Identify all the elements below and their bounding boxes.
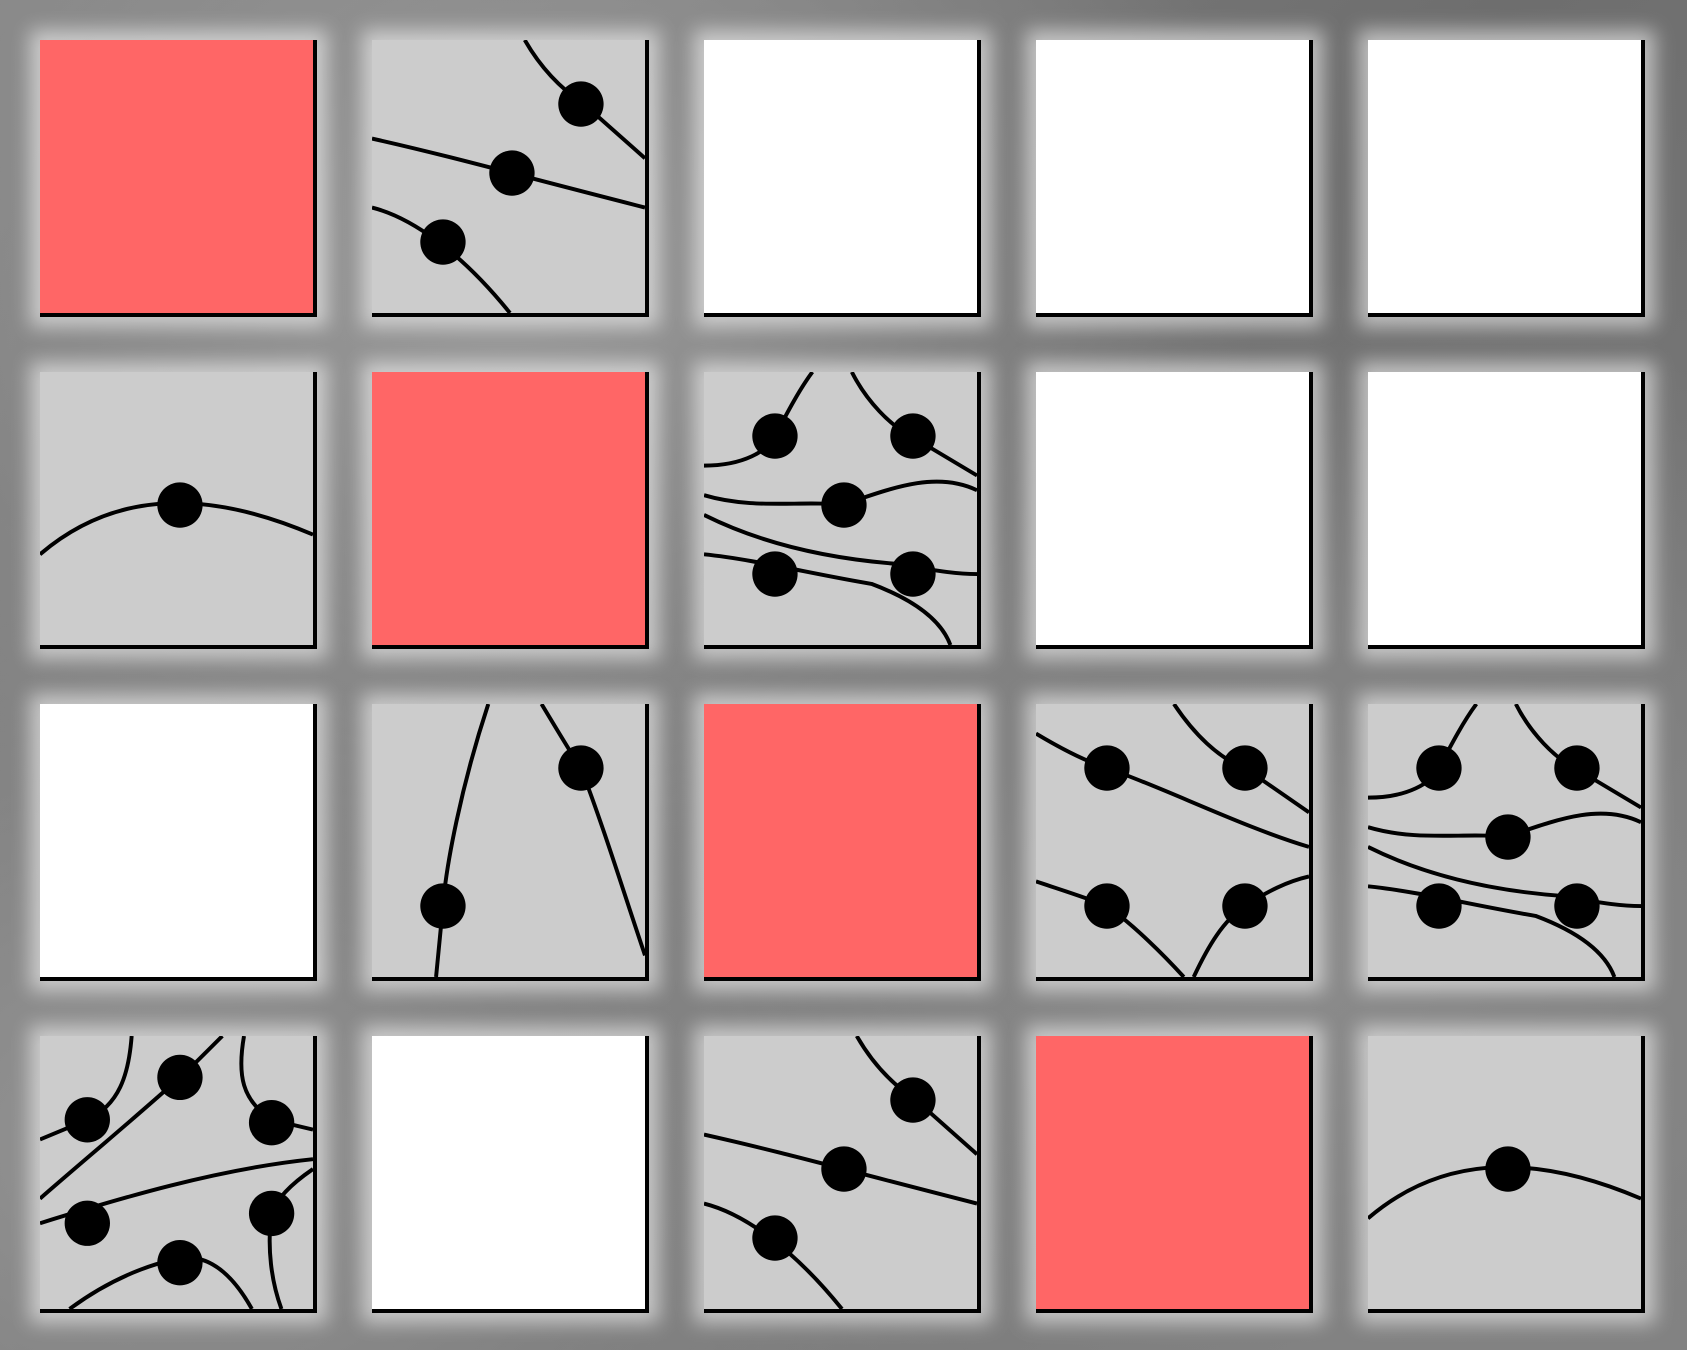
pattern-tile-e[interactable]	[1036, 704, 1313, 981]
node-dot	[1416, 883, 1462, 929]
node-dot	[1222, 745, 1268, 791]
pattern-tile-a[interactable]	[704, 1036, 981, 1313]
curve-pattern-graphic	[704, 372, 977, 645]
node-dot	[157, 1240, 203, 1286]
empty-tile[interactable]	[1368, 372, 1645, 649]
red-tile[interactable]	[1036, 1036, 1313, 1313]
pattern-tile-c[interactable]	[704, 372, 981, 649]
node-dot	[558, 81, 604, 127]
empty-tile[interactable]	[704, 40, 981, 317]
node-dot	[157, 1054, 203, 1101]
curve-line	[434, 704, 491, 977]
empty-tile[interactable]	[1036, 40, 1313, 317]
curve-line	[704, 513, 977, 577]
node-dot	[1416, 745, 1462, 791]
curve-line	[704, 552, 953, 645]
node-dot	[821, 482, 867, 528]
empty-tile[interactable]	[372, 1036, 649, 1313]
curve-line	[1036, 731, 1309, 849]
node-dot	[1084, 745, 1130, 791]
node-dot	[489, 150, 535, 196]
node-dot	[420, 219, 466, 265]
curve-pattern-graphic	[40, 1036, 313, 1309]
node-dot	[1554, 883, 1600, 929]
node-dot	[248, 1190, 295, 1237]
empty-tile[interactable]	[1036, 372, 1313, 649]
node-dot	[890, 413, 936, 459]
curve-line	[267, 1167, 313, 1309]
node-dot	[1084, 883, 1130, 929]
node-dot	[558, 745, 604, 791]
node-dot	[821, 1146, 867, 1192]
node-dot	[890, 551, 936, 597]
empty-tile[interactable]	[1368, 40, 1645, 317]
node-dot	[64, 1200, 110, 1246]
node-dot	[1222, 883, 1268, 929]
curve-line	[704, 372, 814, 468]
node-dot	[1485, 814, 1531, 860]
curve-line	[1368, 704, 1478, 800]
curve-pattern-graphic	[704, 1036, 977, 1309]
curve-pattern-graphic	[1036, 704, 1309, 977]
curve-line	[372, 136, 645, 210]
pattern-tile-f[interactable]	[40, 1036, 317, 1313]
red-tile[interactable]	[372, 372, 649, 649]
node-dot	[752, 413, 798, 459]
node-dot	[157, 482, 203, 528]
curve-pattern-graphic	[40, 482, 313, 556]
node-dot	[420, 883, 466, 929]
node-dot	[890, 1077, 936, 1123]
curve-pattern-graphic	[1368, 704, 1641, 977]
red-tile[interactable]	[704, 704, 981, 981]
curve-pattern-graphic	[1368, 1146, 1641, 1220]
curve-line	[704, 1132, 977, 1206]
pattern-tile-c[interactable]	[1368, 704, 1645, 981]
node-dot	[752, 1215, 798, 1261]
red-tile[interactable]	[40, 40, 317, 317]
node-dot	[248, 1100, 295, 1146]
pattern-tile-b[interactable]	[40, 372, 317, 649]
pattern-tile-a[interactable]	[372, 40, 649, 317]
pattern-tile-d[interactable]	[372, 704, 649, 981]
curve-pattern-graphic	[420, 704, 645, 977]
curve-pattern-graphic	[372, 40, 645, 313]
node-dot	[1485, 1146, 1531, 1192]
node-dot	[1554, 745, 1600, 791]
curve-line	[1368, 884, 1617, 977]
curve-line	[1368, 845, 1641, 909]
curve-line	[539, 704, 645, 956]
node-dot	[64, 1097, 110, 1143]
node-dot	[752, 551, 798, 597]
empty-tile[interactable]	[40, 704, 317, 981]
pattern-tile-b[interactable]	[1368, 1036, 1645, 1313]
